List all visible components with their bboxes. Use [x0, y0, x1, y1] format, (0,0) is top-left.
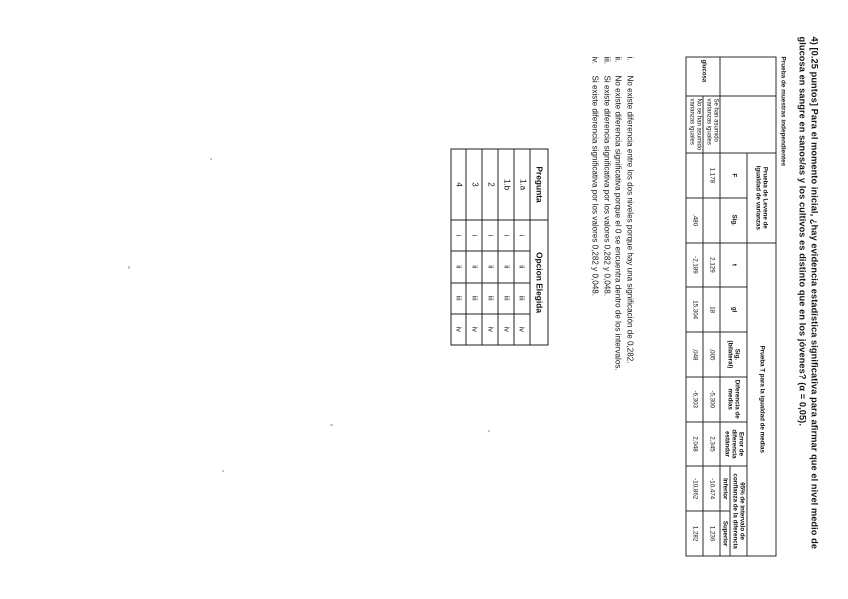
option-text-ii: No existe diferencia significativa porqu…	[613, 75, 623, 371]
answer-choice-cell[interactable]: ii	[465, 250, 482, 282]
cell-t: 2,129	[702, 242, 720, 287]
corner-cell-blank	[719, 56, 776, 96]
cell-ci-upper-2: 1,282	[685, 510, 703, 556]
answer-choice-cell[interactable]: iv	[450, 313, 466, 345]
cell-std-error-2: 2,048	[685, 421, 703, 466]
spss-output-table-wrapper: Prueba de muestras independientes Prueba…	[685, 56, 786, 556]
answer-question-label-2: 2	[481, 148, 498, 220]
cell-f: 1,178	[702, 152, 720, 198]
answer-choice-cell[interactable]: iii	[450, 282, 466, 314]
col-header-std-error-difference: Error de diferencia estándar	[719, 421, 747, 466]
table-row[interactable]: 1.a i ii iii iv	[513, 148, 530, 345]
option-item-i: i. No existe diferencia entre los dos ni…	[624, 56, 634, 526]
cell-sig	[702, 197, 720, 243]
answer-choice-cell[interactable]: ii	[481, 250, 498, 282]
levene-group-header: Prueba de Levene de igualdad de varianza…	[746, 152, 776, 243]
cell-sig-bilateral-2: ,048	[685, 331, 703, 377]
answer-choice-cell[interactable]: ii	[497, 250, 514, 282]
table-row: No se han asumido varianzas iguales ,480…	[685, 57, 703, 556]
cell-ci-lower-2: -10,862	[685, 465, 703, 511]
scan-speck	[210, 158, 212, 160]
corner-cell-blank-2	[719, 95, 776, 153]
row-label-unequal-variances: No se han asumido varianzas iguales	[685, 95, 703, 153]
col-header-gl: gl	[719, 286, 747, 332]
answer-col-header-question: Pregunta	[529, 148, 548, 220]
cell-t-2: -2,189	[685, 242, 703, 287]
cell-mean-difference-2: -6,303	[685, 376, 703, 422]
cell-sig-2: ,480	[685, 197, 703, 243]
answer-options-list: i. No existe diferencia entre los dos ni…	[588, 56, 634, 526]
option-marker-iv: iv.	[590, 56, 600, 64]
table-row: glucosa Se han asumido varianzas iguales…	[685, 56, 720, 556]
answer-question-label-4: 4	[450, 148, 466, 220]
option-item-ii: ii. No existe diferencia significativa p…	[612, 56, 622, 526]
col-header-confidence-interval: 95% de intervalo de confianza de la dife…	[729, 465, 747, 556]
answer-choice-cell[interactable]: iv	[481, 313, 498, 345]
row-group-label-glucosa: glucosa	[685, 56, 720, 96]
col-header-mean-difference: Diferencia de medias	[719, 376, 747, 422]
spss-table-title: Prueba de muestras independientes	[779, 56, 786, 166]
table-row[interactable]: 3 i ii iii iv	[465, 148, 482, 345]
col-header-upper: Superior	[719, 510, 730, 556]
option-text-i: No existe diferencia entre los dos nivel…	[625, 75, 634, 363]
answer-choice-cell[interactable]: i	[513, 219, 530, 251]
cell-f-2	[685, 152, 703, 198]
answer-choice-cell[interactable]: ii	[513, 250, 530, 282]
ttest-group-header: Prueba T para la igualdad de medias	[746, 242, 776, 556]
answer-choice-cell[interactable]: i	[450, 219, 466, 251]
answer-question-label-1a: 1.a	[513, 148, 530, 220]
spss-statistics-table: Prueba de Levene de igualdad de varianza…	[685, 56, 776, 556]
table-row[interactable]: 2 i ii iii iv	[481, 148, 498, 345]
answer-choice-cell[interactable]: i	[465, 219, 482, 251]
answer-choice-cell[interactable]: i	[481, 219, 498, 251]
question-text: 4) [0.25 puntos] Para el momento inicial…	[796, 36, 819, 549]
option-text-iii: Si existe diferencia significativa por l…	[601, 75, 611, 296]
answer-choice-cell[interactable]: iv	[497, 313, 514, 345]
cell-sig-bilateral: ,005	[702, 331, 720, 377]
answer-col-header-option: Opcion Elegida	[529, 219, 548, 345]
answer-selection-table-wrapper: Pregunta Opcion Elegida 1.a i ii iii iv …	[450, 148, 548, 345]
col-header-f: F	[719, 152, 747, 198]
cell-gl: 18	[702, 286, 720, 332]
option-marker-i: i.	[625, 56, 634, 61]
table-header-row-group: Prueba de Levene de igualdad de varianza…	[719, 56, 776, 556]
answer-choice-cell[interactable]: iii	[497, 282, 514, 314]
option-marker-iii: iii.	[601, 56, 611, 64]
answer-choice-cell[interactable]: iii	[513, 282, 530, 314]
answer-choice-cell[interactable]: iv	[465, 313, 482, 345]
scan-speck	[128, 266, 130, 269]
option-item-iv: iv. Si existe diferencia significativa p…	[589, 56, 599, 526]
answer-choice-cell[interactable]: iii	[481, 282, 498, 314]
scan-speck	[330, 424, 333, 426]
table-row[interactable]: 1.b i ii iii iv	[497, 148, 514, 345]
cell-ci-upper: 1,236	[702, 510, 720, 556]
cell-ci-lower: -10,474	[702, 465, 720, 511]
answer-choice-cell[interactable]: ii	[450, 250, 466, 282]
cell-mean-difference: -5,300	[702, 376, 720, 422]
option-text-iv: Si existe diferencia significativa por l…	[590, 75, 600, 296]
answer-choice-cell[interactable]: i	[497, 219, 514, 251]
scan-speck	[488, 430, 490, 432]
option-item-iii: iii. Si existe diferencia significativa …	[601, 56, 611, 526]
answer-selection-table[interactable]: Pregunta Opcion Elegida 1.a i ii iii iv …	[450, 148, 548, 345]
answer-choice-cell[interactable]: iv	[513, 313, 530, 345]
col-header-sig-bilateral: Sig. (bilateral)	[719, 331, 747, 377]
question-block: 4) [0.25 puntos] Para el momento inicial…	[795, 36, 820, 566]
cell-std-error: 2,345	[702, 421, 720, 466]
answer-question-label-3: 3	[465, 148, 482, 220]
scan-speck	[222, 470, 224, 472]
answer-table-header-row: Pregunta Opcion Elegida	[529, 148, 548, 345]
option-marker-ii: ii.	[613, 56, 623, 62]
table-row[interactable]: 4 i ii iii iv	[450, 148, 466, 345]
col-header-t: t	[719, 242, 747, 287]
col-header-lower: Inferior	[719, 465, 730, 511]
cell-gl-2: 15,304	[685, 286, 703, 332]
answer-question-label-1b: 1.b	[497, 148, 514, 220]
answer-choice-cell[interactable]: iii	[465, 282, 482, 314]
row-label-equal-variances: Se han asumido varianzas iguales	[702, 95, 720, 153]
col-header-sig: Sig.	[719, 197, 747, 243]
